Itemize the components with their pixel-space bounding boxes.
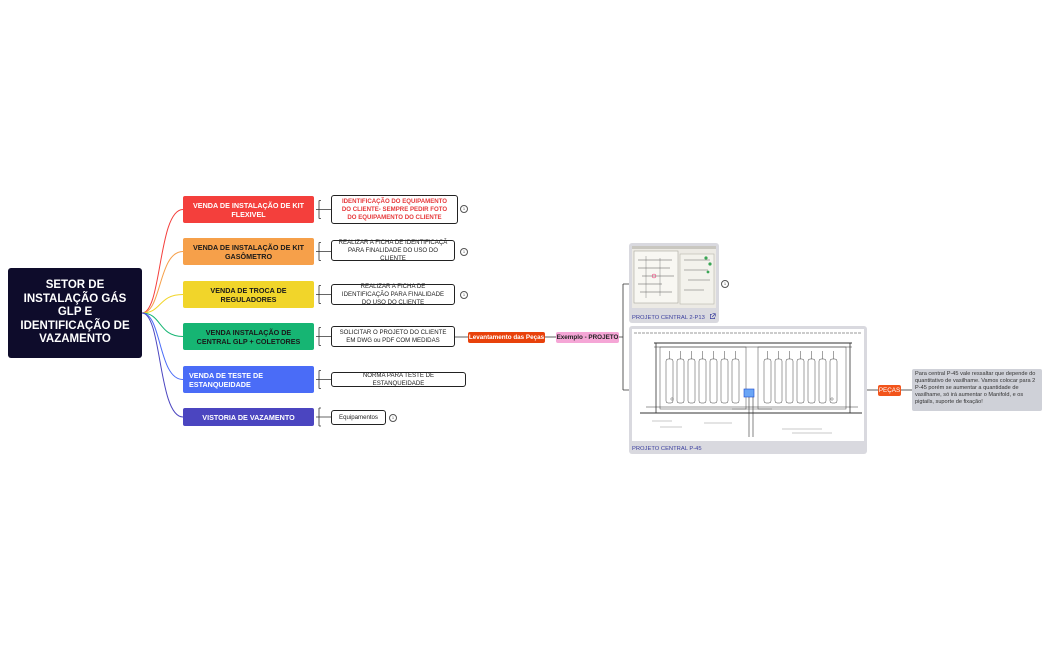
image-bracket xyxy=(619,283,629,391)
image-caption: PROJETO CENTRAL 2-P13 xyxy=(632,315,705,321)
external-link-icon[interactable] xyxy=(709,313,716,320)
topic-count-badge[interactable]: 1 xyxy=(460,248,468,256)
leaf-bracket xyxy=(316,285,331,304)
note-central-p45[interactable]: Para central P-45 vale ressaltar que dep… xyxy=(912,369,1042,411)
branch-label: VENDA DE INSTALAÇÃO DE KIT FLEXIVEL xyxy=(192,200,304,219)
branch-label: VENDA INSTALAÇÃO DE CENTRAL GLP + COLETO… xyxy=(196,327,301,346)
leaf-ficha-identificacao-gasometro[interactable]: REALIZAR A FICHA DE IDENTIFICAÇÃ PARA FI… xyxy=(331,238,455,262)
leaf-label: Equipamentos xyxy=(339,413,378,421)
leaf-label: SOLICITAR O PROJETO DO CLIENTE EM DWG ou… xyxy=(339,328,447,344)
branch-kit-flexivel[interactable]: VENDA DE INSTALAÇÃO DE KIT FLEXIVEL xyxy=(183,196,314,223)
leaf-identificacao-equipamento[interactable]: IDENTIFICAÇÃO DO EQUIPAMENTO DO CLIENTE-… xyxy=(331,195,458,224)
branch-label: VENDA DE TESTE DE ESTANQUEIDADE xyxy=(189,370,264,389)
leaf-bracket xyxy=(316,407,331,427)
topic-count-badge[interactable]: 1 xyxy=(721,280,729,288)
leaf-norma-estanqueidade[interactable]: NORMA PARA TESTE DE ESTANQUEIDADE xyxy=(331,372,466,387)
branch-label: VISTORIA DE VAZAMENTO xyxy=(202,412,295,422)
leaf-bracket xyxy=(316,242,331,261)
image-caption: PROJETO CENTRAL P-45 xyxy=(632,446,702,452)
cylinder-group xyxy=(763,351,838,404)
root-label: SETOR DE INSTALAÇÃO GÁS GLP E IDENTIFICA… xyxy=(20,279,130,346)
leaf-label: REALIZAR A FICHA DE IDENTIFICAÇÃO PARA F… xyxy=(341,282,445,306)
leaf-solicitar-projeto[interactable]: SOLICITAR O PROJETO DO CLIENTE EM DWG ou… xyxy=(331,326,455,347)
cylinder-group xyxy=(665,351,740,404)
tag-exemplo-projeto[interactable]: Exemplo - PROJETO xyxy=(556,332,619,343)
connectors xyxy=(141,200,912,427)
root-node[interactable]: SETOR DE INSTALAÇÃO GÁS GLP E IDENTIFICA… xyxy=(8,268,142,358)
topic-count-badge[interactable]: 1 xyxy=(460,205,468,213)
branch-connector xyxy=(141,294,184,314)
image-card-central-2-p13[interactable]: PROJETO CENTRAL 2-P13 xyxy=(629,243,719,323)
branch-kit-gasometro[interactable]: VENDA DE INSTALAÇÃO DE KIT GASÔMETRO xyxy=(183,238,314,265)
branch-label: VENDA DE TROCA DE REGULADORES xyxy=(210,285,287,304)
tag-levantamento-pecas[interactable]: Levantamento das Peças xyxy=(468,332,545,343)
topic-count-badge[interactable]: 1 xyxy=(389,414,397,422)
leaf-bracket xyxy=(316,200,331,219)
technical-drawing-image xyxy=(632,329,864,441)
branch-connector xyxy=(141,209,184,314)
branch-connector xyxy=(141,312,184,418)
branch-connector xyxy=(141,251,184,314)
branch-label: VENDA DE INSTALAÇÃO DE KIT GASÔMETRO xyxy=(192,242,304,261)
branch-central-glp[interactable]: VENDA INSTALAÇÃO DE CENTRAL GLP + COLETO… xyxy=(183,323,314,350)
branch-vistoria-vazamento[interactable]: VISTORIA DE VAZAMENTO xyxy=(183,408,314,426)
leaf-equipamentos[interactable]: Equipamentos xyxy=(331,410,386,425)
leaf-label: NORMA PARA TESTE DE ESTANQUEIDADE xyxy=(362,371,435,387)
leaf-bracket xyxy=(316,327,331,346)
leaf-label: IDENTIFICAÇÃO DO EQUIPAMENTO DO CLIENTE-… xyxy=(341,197,448,221)
tag-pecas[interactable]: PEÇAS xyxy=(878,385,901,396)
branch-connector xyxy=(141,312,184,337)
branch-troca-reguladores[interactable]: VENDA DE TROCA DE REGULADORES xyxy=(183,281,314,308)
leaf-ficha-identificacao-reguladores[interactable]: REALIZAR A FICHA DE IDENTIFICAÇÃO PARA F… xyxy=(331,282,455,306)
topic-count-badge[interactable]: 1 xyxy=(460,291,468,299)
blueprint-photo-image xyxy=(632,246,716,308)
branch-teste-estanqueidade[interactable]: VENDA DE TESTE DE ESTANQUEIDADE xyxy=(183,366,314,393)
branch-connector xyxy=(141,312,184,380)
leaf-label: REALIZAR A FICHA DE IDENTIFICAÇÃ PARA FI… xyxy=(338,238,448,262)
image-card-central-p-45[interactable]: PROJETO CENTRAL P-45 xyxy=(629,326,867,454)
leaf-bracket xyxy=(316,370,331,389)
